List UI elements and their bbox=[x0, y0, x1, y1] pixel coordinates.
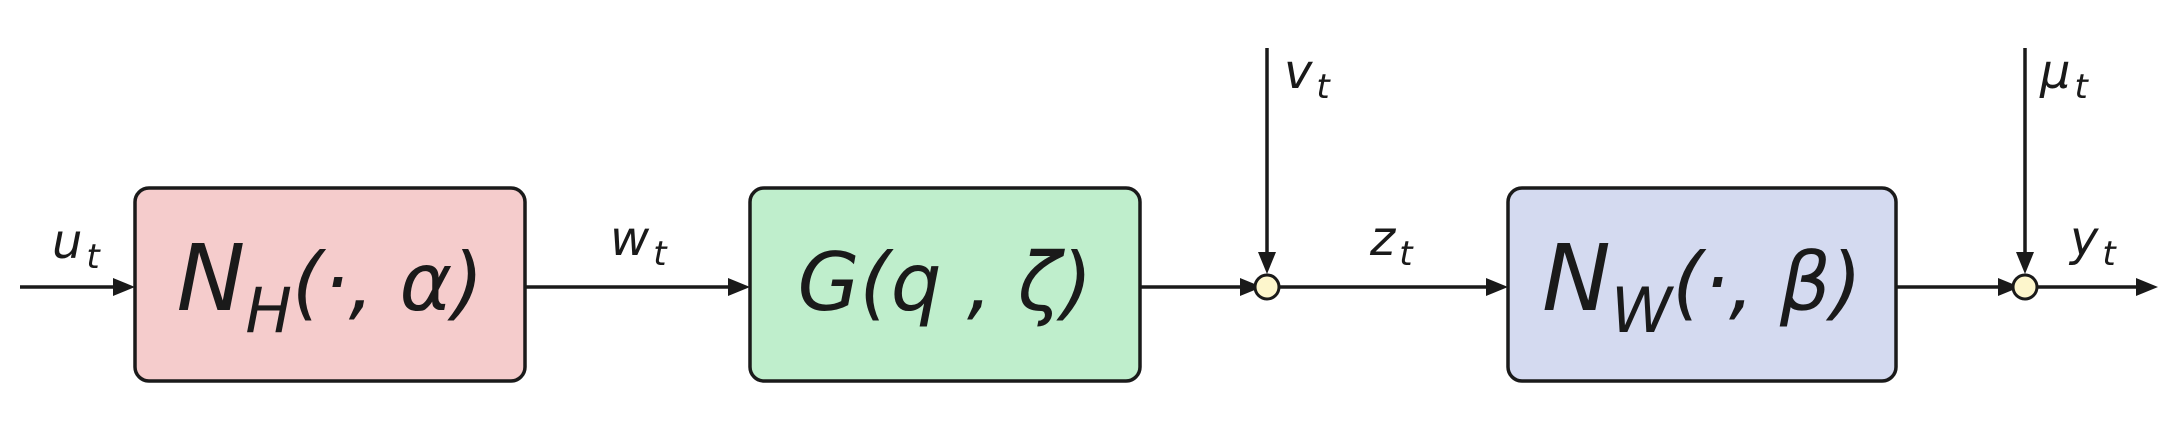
block-nh-main: N bbox=[177, 225, 246, 332]
block-g bbox=[748, 186, 1142, 383]
arrowhead-noise-mu bbox=[2016, 252, 2034, 274]
arrowhead-disturbance-v bbox=[1258, 252, 1276, 274]
summing-junction-1 bbox=[1253, 273, 1281, 301]
signal-u-sub: t bbox=[86, 237, 101, 277]
arrowhead-input-u bbox=[113, 278, 135, 296]
signal-v-sub: t bbox=[1316, 67, 1331, 107]
arrowhead-z bbox=[1486, 278, 1508, 296]
arrowhead-g-output bbox=[1240, 278, 1262, 296]
signal-w-base: w bbox=[610, 211, 650, 267]
block-nh-label: NH(·, α) bbox=[177, 225, 484, 347]
signal-y-sub: t bbox=[2102, 234, 2117, 274]
block-nh bbox=[133, 186, 527, 383]
arrowhead-w bbox=[728, 278, 750, 296]
block-nh-sub: H bbox=[245, 274, 292, 347]
block-g-args: (q , ζ) bbox=[859, 236, 1092, 329]
signal-mu-base: μ bbox=[2039, 44, 2071, 100]
summing-junction-2 bbox=[2011, 273, 2039, 301]
arrowhead-output-y bbox=[2136, 278, 2158, 296]
block-nh-args: (·, α) bbox=[292, 236, 483, 329]
arrowhead-nw-output bbox=[1998, 278, 2020, 296]
block-g-main: G bbox=[797, 236, 859, 329]
signal-z-base: z bbox=[1369, 211, 1397, 267]
signal-mu-sub: t bbox=[2075, 67, 2090, 107]
signal-u-base: u bbox=[52, 214, 82, 270]
block-nw-args: (·, β) bbox=[1672, 236, 1862, 329]
block-nw-sub: W bbox=[1611, 274, 1675, 347]
block-nw-main: N bbox=[1542, 225, 1611, 332]
block-g-label: G(q , ζ) bbox=[797, 236, 1092, 329]
signal-v-base: v bbox=[1284, 44, 1313, 100]
signal-w-sub: t bbox=[653, 234, 668, 274]
signal-y-base: y bbox=[2068, 211, 2099, 267]
block-nw bbox=[1506, 186, 1898, 383]
block-nw-label: NW(·, β) bbox=[1542, 225, 1862, 347]
signal-z-sub: t bbox=[1399, 234, 1414, 274]
